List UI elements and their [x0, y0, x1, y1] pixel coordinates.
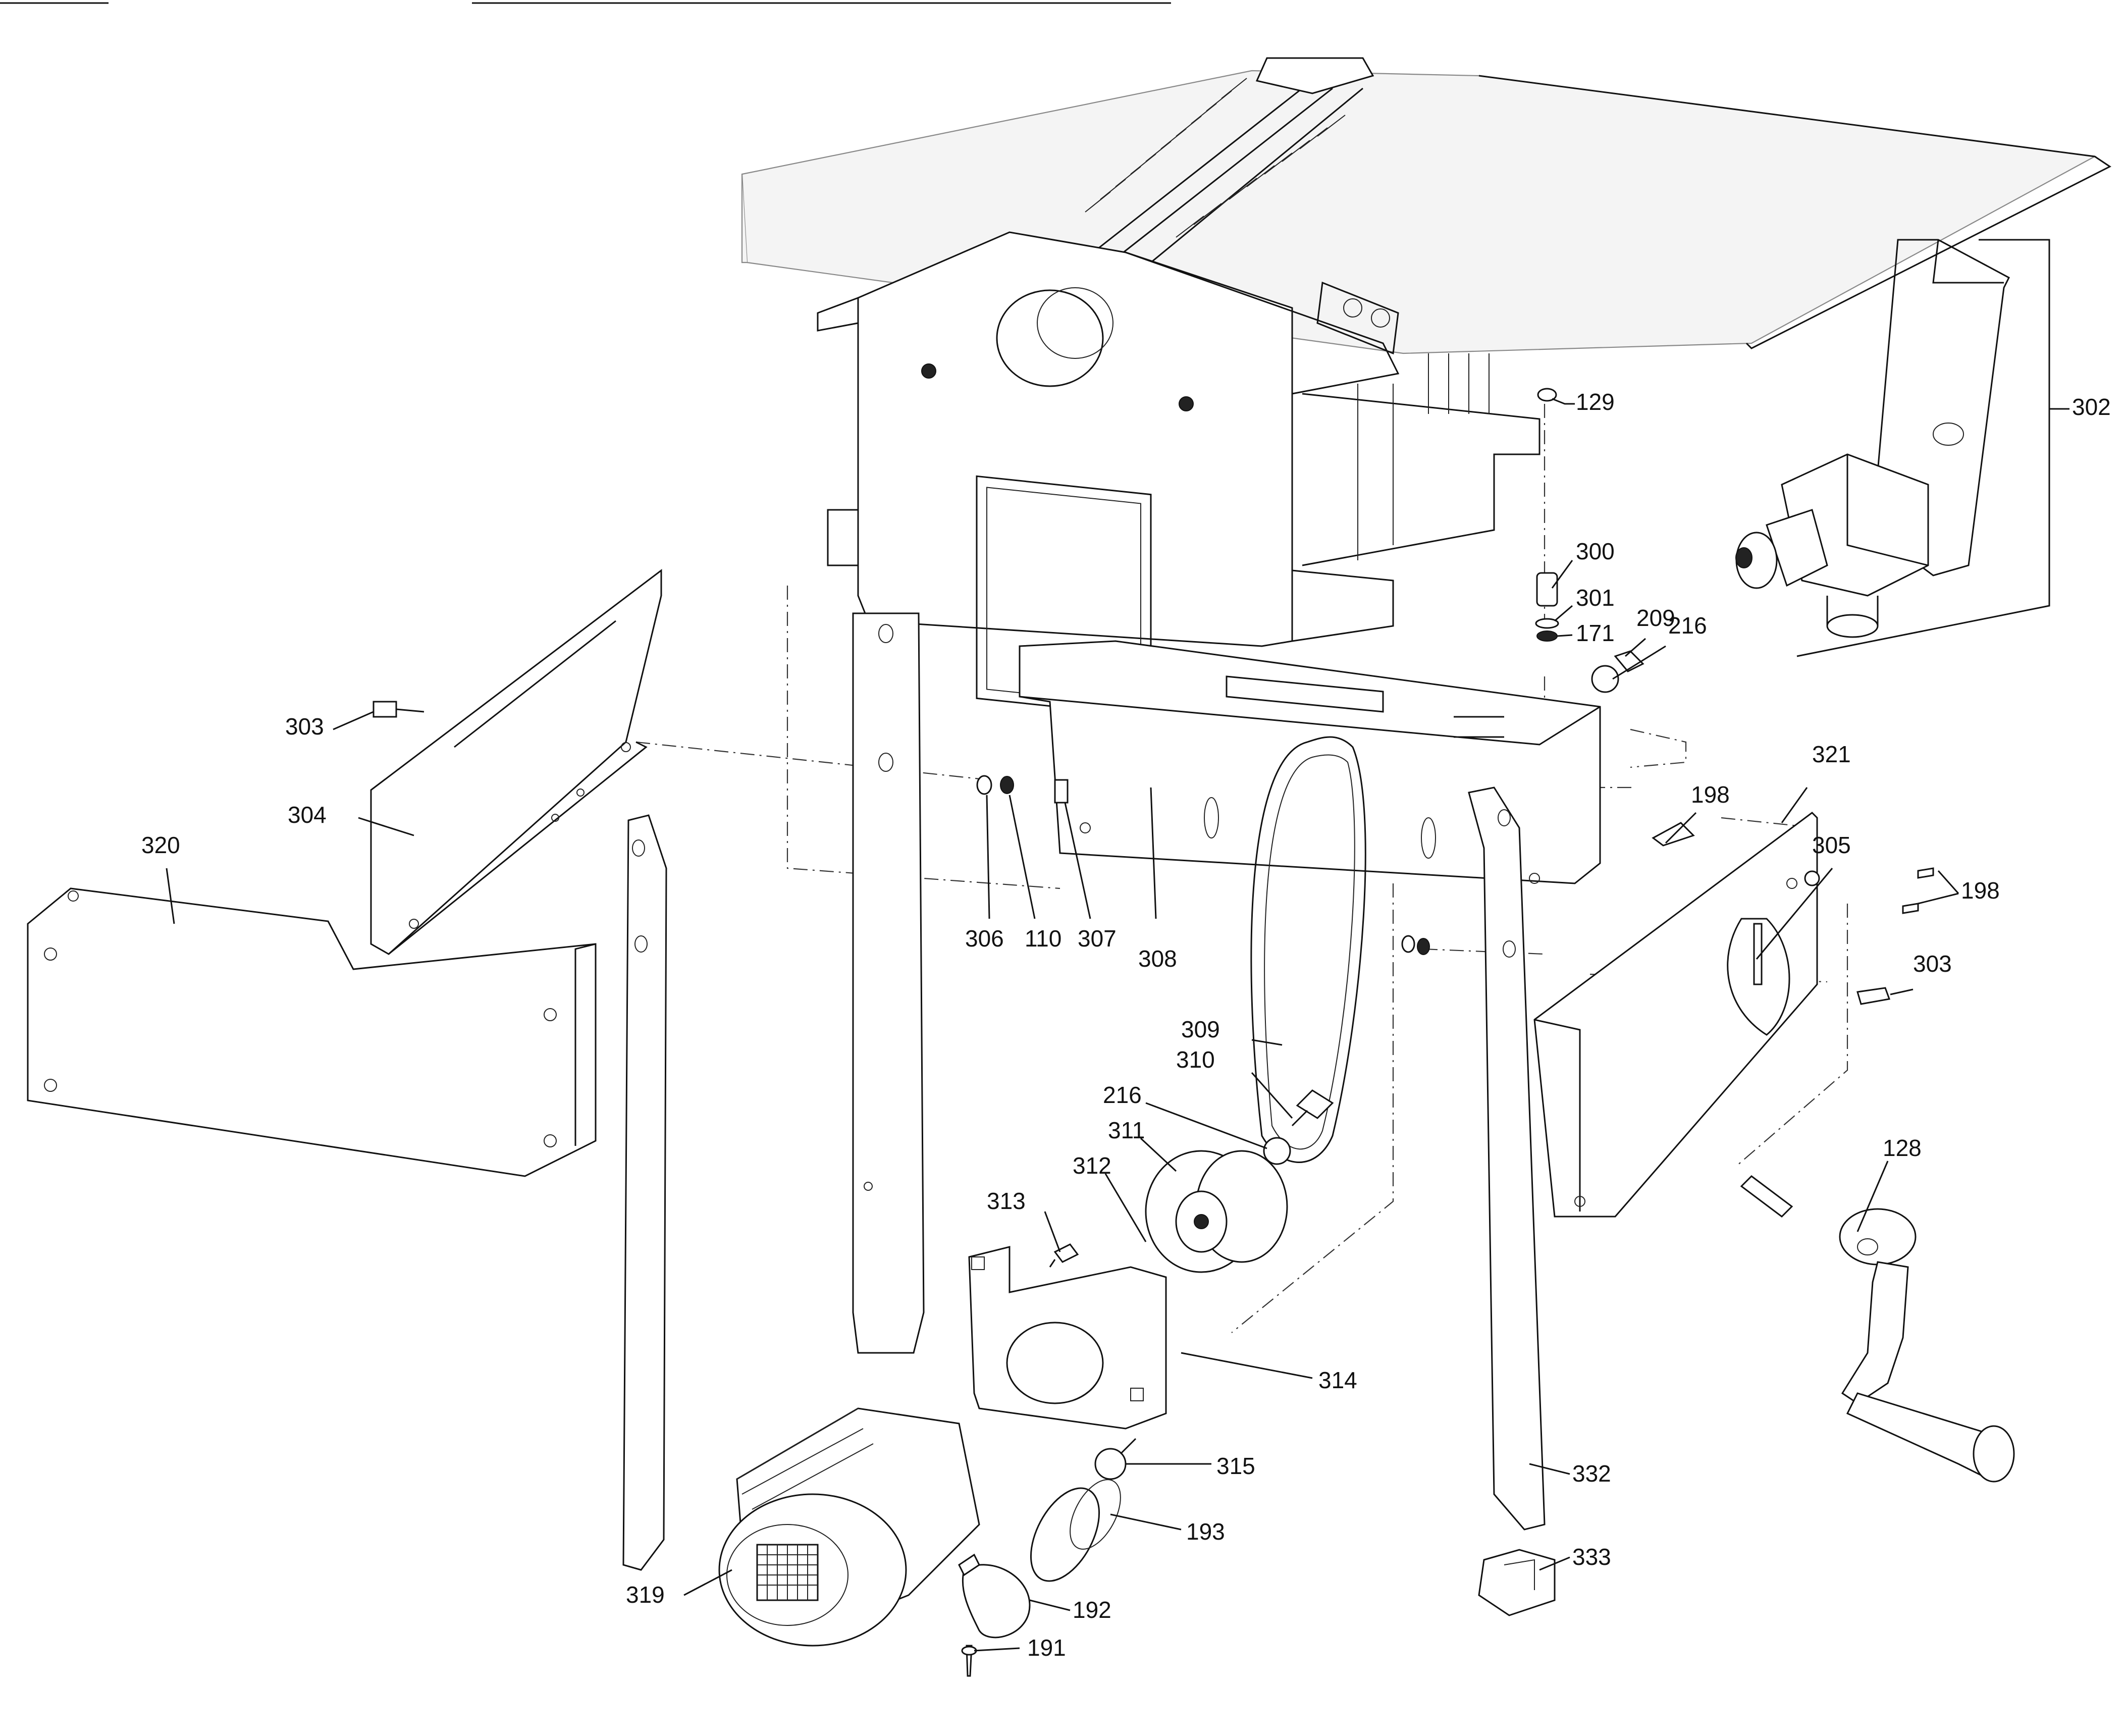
part-label-129: 129	[1576, 389, 1615, 415]
part-304-left-bracket	[370, 568, 662, 955]
leg-left-rear	[852, 612, 925, 1354]
part-label-305: 305	[1812, 832, 1851, 858]
part-314-motor-bracket	[968, 1246, 1167, 1430]
part-192-clamp	[958, 1553, 1031, 1639]
part-label-320: 320	[141, 832, 180, 858]
part-label-216: 216	[1668, 612, 1707, 639]
part-label-216: 216	[1103, 1082, 1142, 1108]
part-332-leg-right	[1468, 786, 1546, 1531]
part-label-198: 198	[1961, 877, 2000, 904]
planer-table-assembly	[741, 57, 2111, 718]
part-333-foot	[1478, 1549, 1556, 1616]
part-label-333: 333	[1572, 1544, 1611, 1570]
part-label-209: 209	[1636, 605, 1675, 631]
part-label-193: 193	[1186, 1518, 1225, 1545]
part-label-319: 319	[626, 1582, 665, 1608]
part-label-302: 302	[2072, 394, 2111, 420]
leg-left-front	[622, 814, 667, 1571]
part-label-332: 332	[1572, 1460, 1611, 1487]
part-label-110: 110	[1025, 925, 1061, 952]
part-302-dust-hood	[1735, 239, 2069, 657]
part-label-191: 191	[1027, 1635, 1066, 1661]
part-315-bolt	[1094, 1438, 1137, 1480]
part-label-307: 307	[1078, 925, 1117, 952]
part-309-drive-belt	[1250, 736, 1366, 1163]
leader-lines	[166, 398, 1959, 1652]
part-label-310: 310	[1176, 1046, 1215, 1073]
part-313-screw	[1049, 1243, 1079, 1268]
part-label-128: 128	[1883, 1135, 1922, 1161]
hardware-right-bolts	[373, 701, 1934, 1005]
part-319-motor	[718, 1407, 980, 1647]
part-label-306: 306	[965, 925, 1004, 952]
part-label-192: 192	[1073, 1597, 1111, 1623]
part-320-left-panel	[27, 887, 597, 1177]
part-191-screw	[961, 1645, 977, 1677]
part-label-304: 304	[288, 802, 327, 828]
part-label-315: 315	[1216, 1453, 1255, 1479]
part-label-308: 308	[1138, 945, 1177, 972]
part-label-300: 300	[1576, 538, 1615, 564]
part-label-314: 314	[1318, 1367, 1357, 1393]
hardware-washers	[976, 775, 1430, 955]
part-label-311: 311	[1108, 1117, 1145, 1143]
part-128-crank-handle	[1740, 1175, 2015, 1483]
part-310-bolt	[1263, 1089, 1334, 1165]
part-label-313: 313	[987, 1188, 1026, 1214]
part-label-321: 321	[1812, 741, 1851, 767]
part-label-171: 171	[1576, 620, 1615, 646]
part-label-303: 303	[1913, 951, 1952, 977]
part-321-right-panel	[1533, 812, 1820, 1218]
part-label-301: 301	[1576, 585, 1615, 611]
part-label-312: 312	[1073, 1152, 1111, 1179]
part-label-309: 309	[1181, 1016, 1220, 1042]
part-308-mounting-plate	[1019, 640, 1601, 884]
part-label-303: 303	[285, 713, 324, 740]
part-label-198: 198	[1691, 781, 1730, 808]
part-311-pulley	[1145, 1150, 1288, 1273]
part-193-capacitor	[1030, 1479, 1121, 1582]
